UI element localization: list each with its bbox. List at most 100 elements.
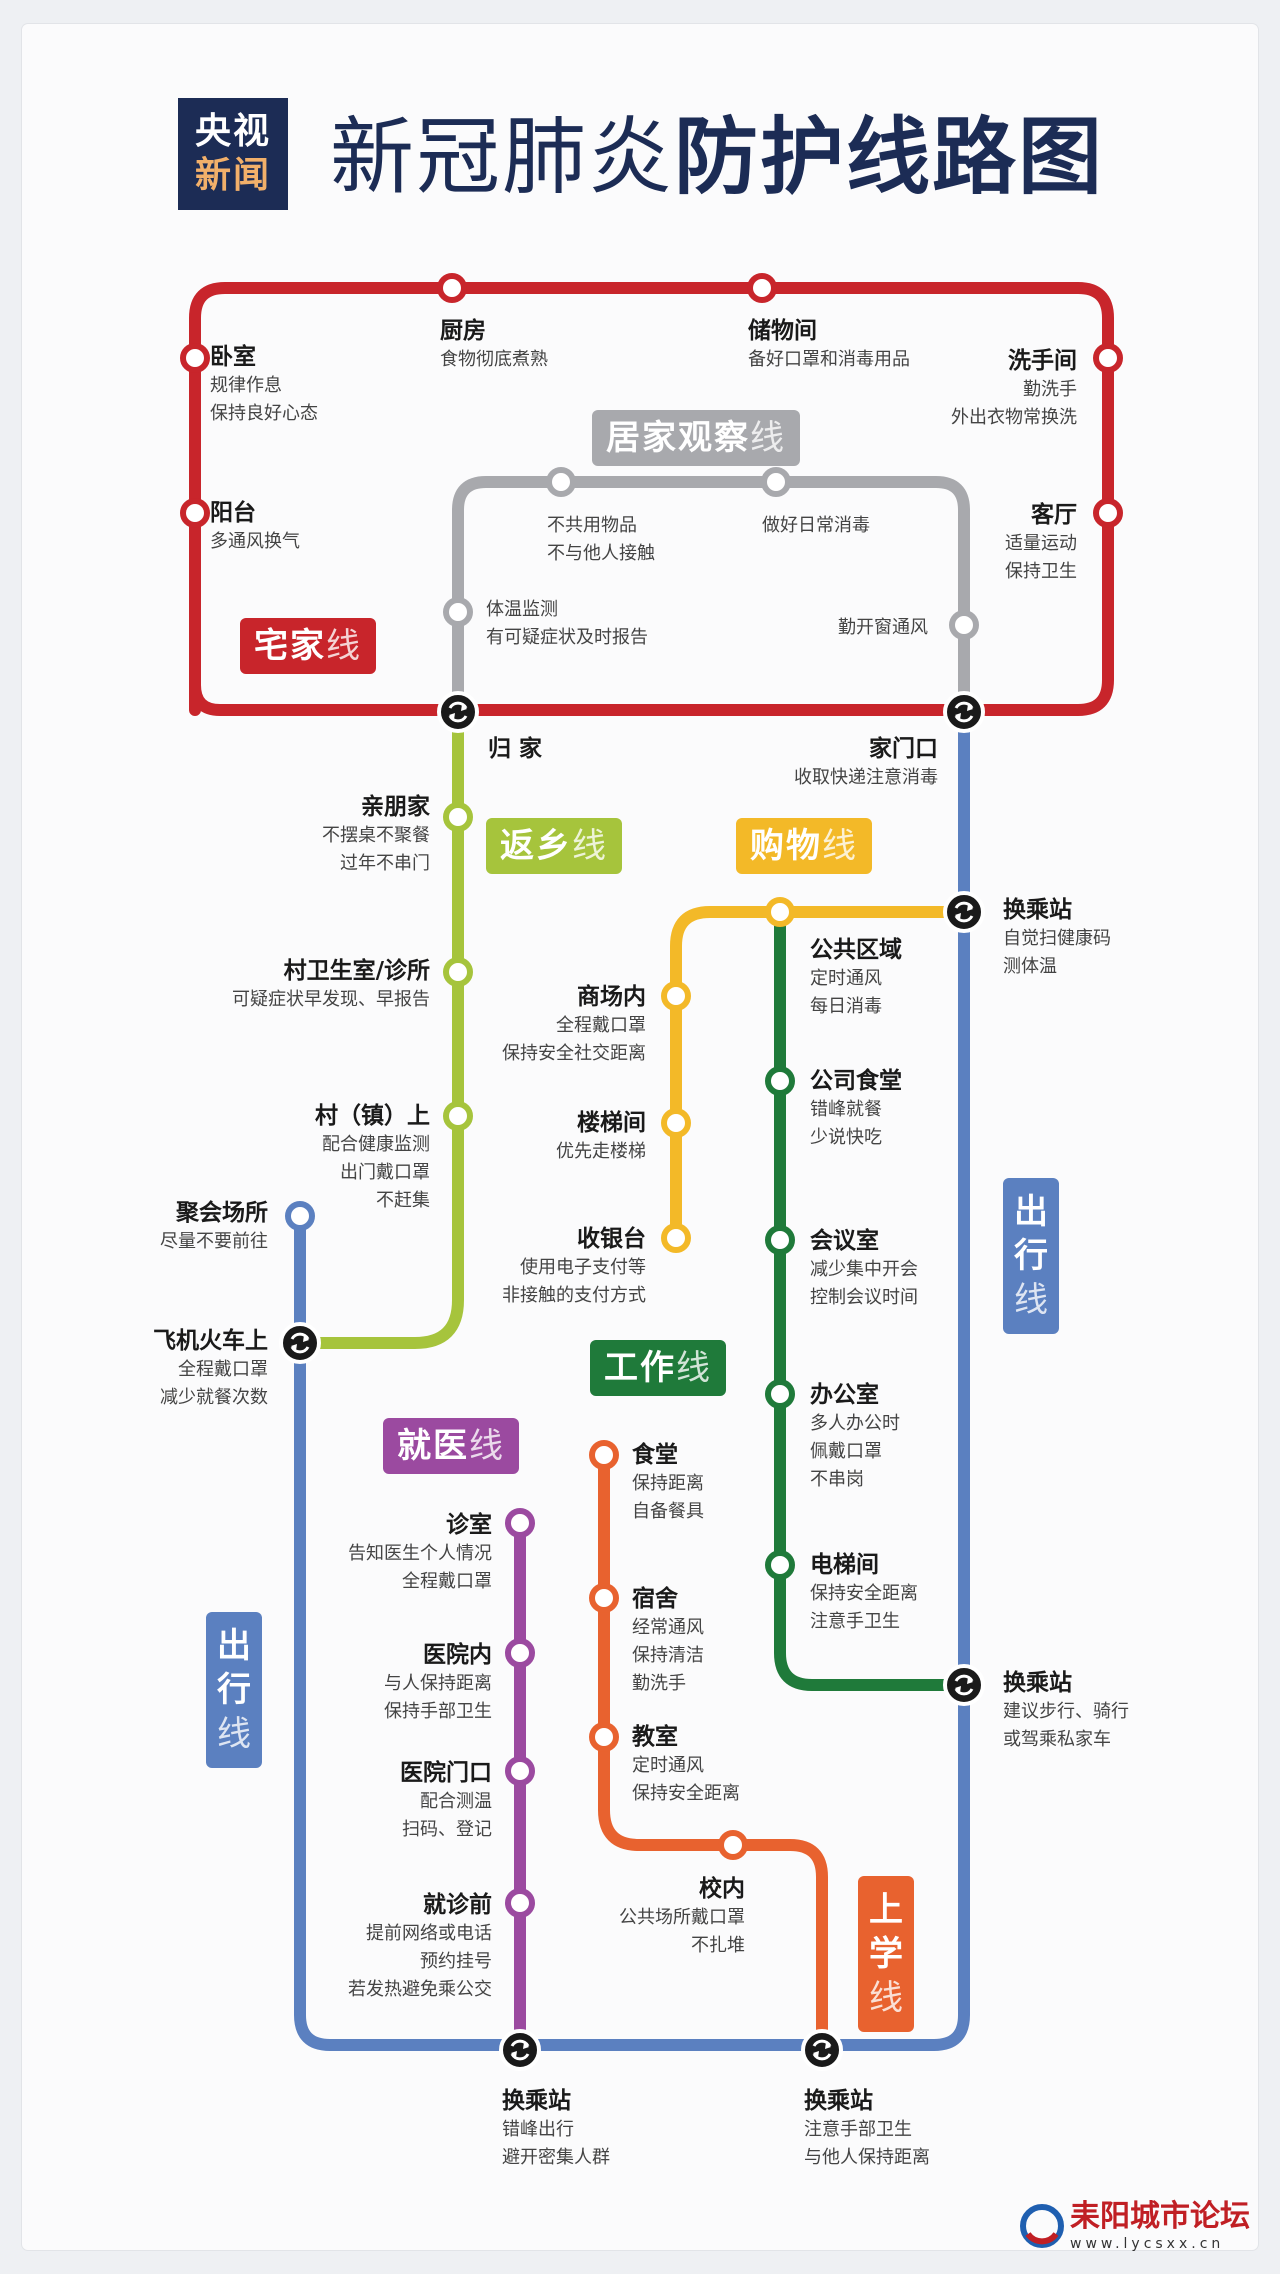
interchange-arrow (510, 2053, 530, 2061)
station-label-dianti: 电梯间保持安全距离注意手卫生 (810, 1550, 918, 1636)
station-tip: 外出衣物常换洗 (951, 407, 1077, 428)
interchange-arrowhead (967, 704, 973, 711)
station-tip: 配合测温 (420, 1791, 492, 1812)
interchange-arrow (448, 715, 468, 723)
station-tip: 若发热避免乘公交 (348, 1979, 492, 2000)
station-tip: 告知医生个人情况 (348, 1543, 492, 1564)
interchange-arrow (812, 2039, 832, 2047)
station-name: 阳台 (210, 500, 256, 526)
line-badge-observe: 居家观察线 (592, 410, 800, 466)
station-label-jiaoshi: 教室定时通风保持安全距离 (632, 1722, 740, 1808)
forum-logo-icon (1020, 2204, 1064, 2248)
station-tip: 多人办公时 (810, 1413, 900, 1434)
line-name-char: 行 (217, 1670, 251, 1710)
interchange-icon (437, 691, 479, 733)
station-label-yiyuanmenkou: 医院门口配合测温扫码、登记 (400, 1758, 492, 1844)
line-home (189, 282, 1114, 716)
station-label-guijia: 归 家 (488, 734, 542, 764)
interchange-icon (943, 691, 985, 733)
line-observe (452, 476, 970, 716)
line-badge-home: 宅家线 (240, 618, 376, 674)
station-label-shitang: 食堂保持距离自备餐具 (632, 1440, 704, 1526)
station-label-keting: 客厅适量运动保持卫生 (1005, 500, 1077, 586)
station-name: 商场内 (577, 984, 646, 1010)
station-tip: 每日消毒 (810, 996, 882, 1017)
interchange-arrow (812, 2053, 832, 2061)
line-suffix: 线 (1014, 1280, 1048, 1320)
interchange-arrow (954, 1688, 974, 1696)
line-suffix: 线 (676, 1348, 712, 1388)
interchange-arrowhead (955, 913, 961, 920)
station-name: 村（镇）上 (315, 1103, 430, 1129)
interchange-arrowhead (449, 713, 455, 720)
station-tip: 经常通风 (632, 1617, 704, 1638)
station-label-louti: 楼梯间优先走楼梯 (556, 1108, 646, 1166)
station-label-jiamenkou: 家门口收取快递注意消毒 (794, 734, 938, 792)
interchange-arrowhead (461, 704, 467, 711)
interchange-arrow (448, 701, 468, 709)
interchange-icon (499, 2029, 541, 2071)
station-tip: 不赶集 (376, 1190, 430, 1211)
station-dot (718, 1830, 748, 1860)
station-label-gonggong: 公共区域定时通风每日消毒 (810, 935, 902, 1021)
interchange-icon (801, 2029, 843, 2071)
station-tip: 勤洗手 (1023, 379, 1077, 400)
cctv-news-logo: 央视 新闻 (178, 98, 288, 210)
interchange-arrowhead (967, 1677, 973, 1684)
station-tip: 过年不串门 (340, 853, 430, 874)
station-name: 洗手间 (1008, 348, 1077, 374)
station-tip: 避开密集人群 (502, 2147, 610, 2168)
station-label-sushe: 宿舍经常通风保持清洁勤洗手 (632, 1584, 704, 1698)
station-label-shangchang: 商场内全程戴口罩保持安全社交距离 (502, 982, 646, 1068)
map-card (22, 24, 1258, 2250)
interchange-icon (279, 1322, 321, 1364)
station-tip: 多通风换气 (210, 531, 300, 552)
interchange-arrow (954, 915, 974, 923)
station-tip: 控制会议时间 (810, 1287, 918, 1308)
station-tip: 可疑症状早发现、早报告 (232, 989, 430, 1010)
station-label-bangong: 办公室多人办公时佩戴口罩不串岗 (810, 1380, 900, 1494)
station-label-huancheng3: 换乘站错峰出行避开密集人群 (502, 2086, 610, 2172)
station-tip: 非接触的支付方式 (502, 1285, 646, 1306)
interchange-arrowhead (967, 904, 973, 911)
line-suffix: 线 (750, 418, 786, 458)
station-tip: 全程戴口罩 (556, 1015, 646, 1036)
station-tip: 建议步行、骑行 (1003, 1701, 1129, 1722)
station-name: 卧室 (210, 344, 256, 370)
line-badge-travel: 出行线 (206, 1612, 262, 1768)
station-label-xishoujian: 洗手间勤洗手外出衣物常换洗 (951, 346, 1077, 432)
station-label-huiyi: 会议室减少集中开会控制会议时间 (810, 1226, 918, 1312)
station-name: 教室 (632, 1724, 678, 1750)
station-name: 电梯间 (810, 1552, 879, 1578)
station-label-woshi: 卧室规律作息保持良好心态 (210, 342, 318, 428)
line-return (294, 704, 464, 1349)
station-dot (1093, 498, 1123, 528)
station-dot (1093, 343, 1123, 373)
station-name: 飞机火车上 (153, 1328, 268, 1354)
interchange-arrowhead (955, 713, 961, 720)
interchange-arrowhead (955, 1686, 961, 1693)
station-label-yangtai: 阳台多通风换气 (210, 498, 300, 556)
station-dot (661, 981, 691, 1011)
line-badge-shop: 购物线 (736, 818, 872, 874)
station-tip: 自觉扫健康码 (1003, 928, 1111, 949)
interchange-arrow (954, 1674, 974, 1682)
station-label-xiaonei: 校内公共场所戴口罩不扎堆 (619, 1874, 745, 1960)
station-dot (949, 610, 979, 640)
station-tip: 与他人保持距离 (804, 2147, 930, 2168)
station-label-yiyuannei: 医院内与人保持距离保持手部卫生 (384, 1640, 492, 1726)
station-name: 储物间 (748, 318, 817, 344)
station-dot (437, 273, 467, 303)
line-suffix: 线 (572, 826, 608, 866)
station-name: 宿舍 (632, 1586, 678, 1612)
station-name: 公共区域 (810, 937, 902, 963)
station-label-tiwen: 体温监测有可疑症状及时报告 (486, 596, 648, 652)
station-dot (589, 1722, 619, 1752)
station-name: 校内 (699, 1876, 745, 1902)
station-tip: 保持手部卫生 (384, 1701, 492, 1722)
station-dot (546, 467, 576, 497)
interchange-arrowhead (813, 2051, 819, 2058)
station-name: 楼梯间 (577, 1110, 646, 1136)
station-tip: 保持良好心态 (210, 403, 318, 424)
station-name: 村卫生室/诊所 (283, 958, 430, 984)
